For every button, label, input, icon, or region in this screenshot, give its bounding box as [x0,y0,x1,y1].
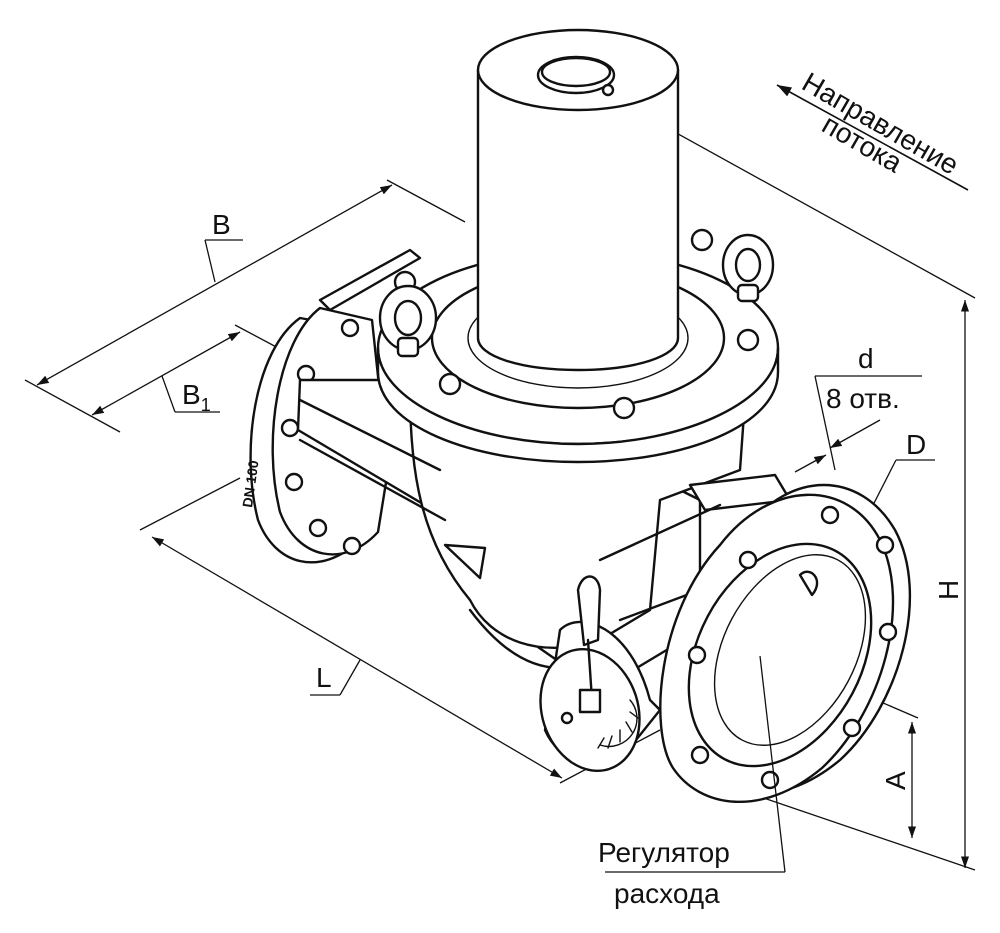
dim-b1-label: B1 [182,379,211,415]
dimension-b1 [91,324,283,416]
flow-direction-arrow [776,84,969,191]
eye-bolt-right [721,233,775,303]
dim-d-small-label: d [858,343,874,374]
dim-h-label: H [933,580,964,600]
dim-a-label: A [880,771,911,790]
dim-d-label: D [906,429,926,460]
right-flange [659,483,912,803]
regulator-label-line1: Регулятор [598,837,730,868]
dim-b-label: B [212,209,231,240]
dim-l-label: L [316,662,332,693]
eye-bolt-left [378,284,438,358]
regulator-callout [605,655,786,873]
body-marking: DN 100 [239,459,261,508]
dimension-d-holes [794,375,922,473]
actuator-cylinder [476,28,680,372]
flow-regulator [539,575,662,773]
holes-label: 8 отв. [826,383,900,414]
regulator-label-line2: расхода [614,878,720,909]
